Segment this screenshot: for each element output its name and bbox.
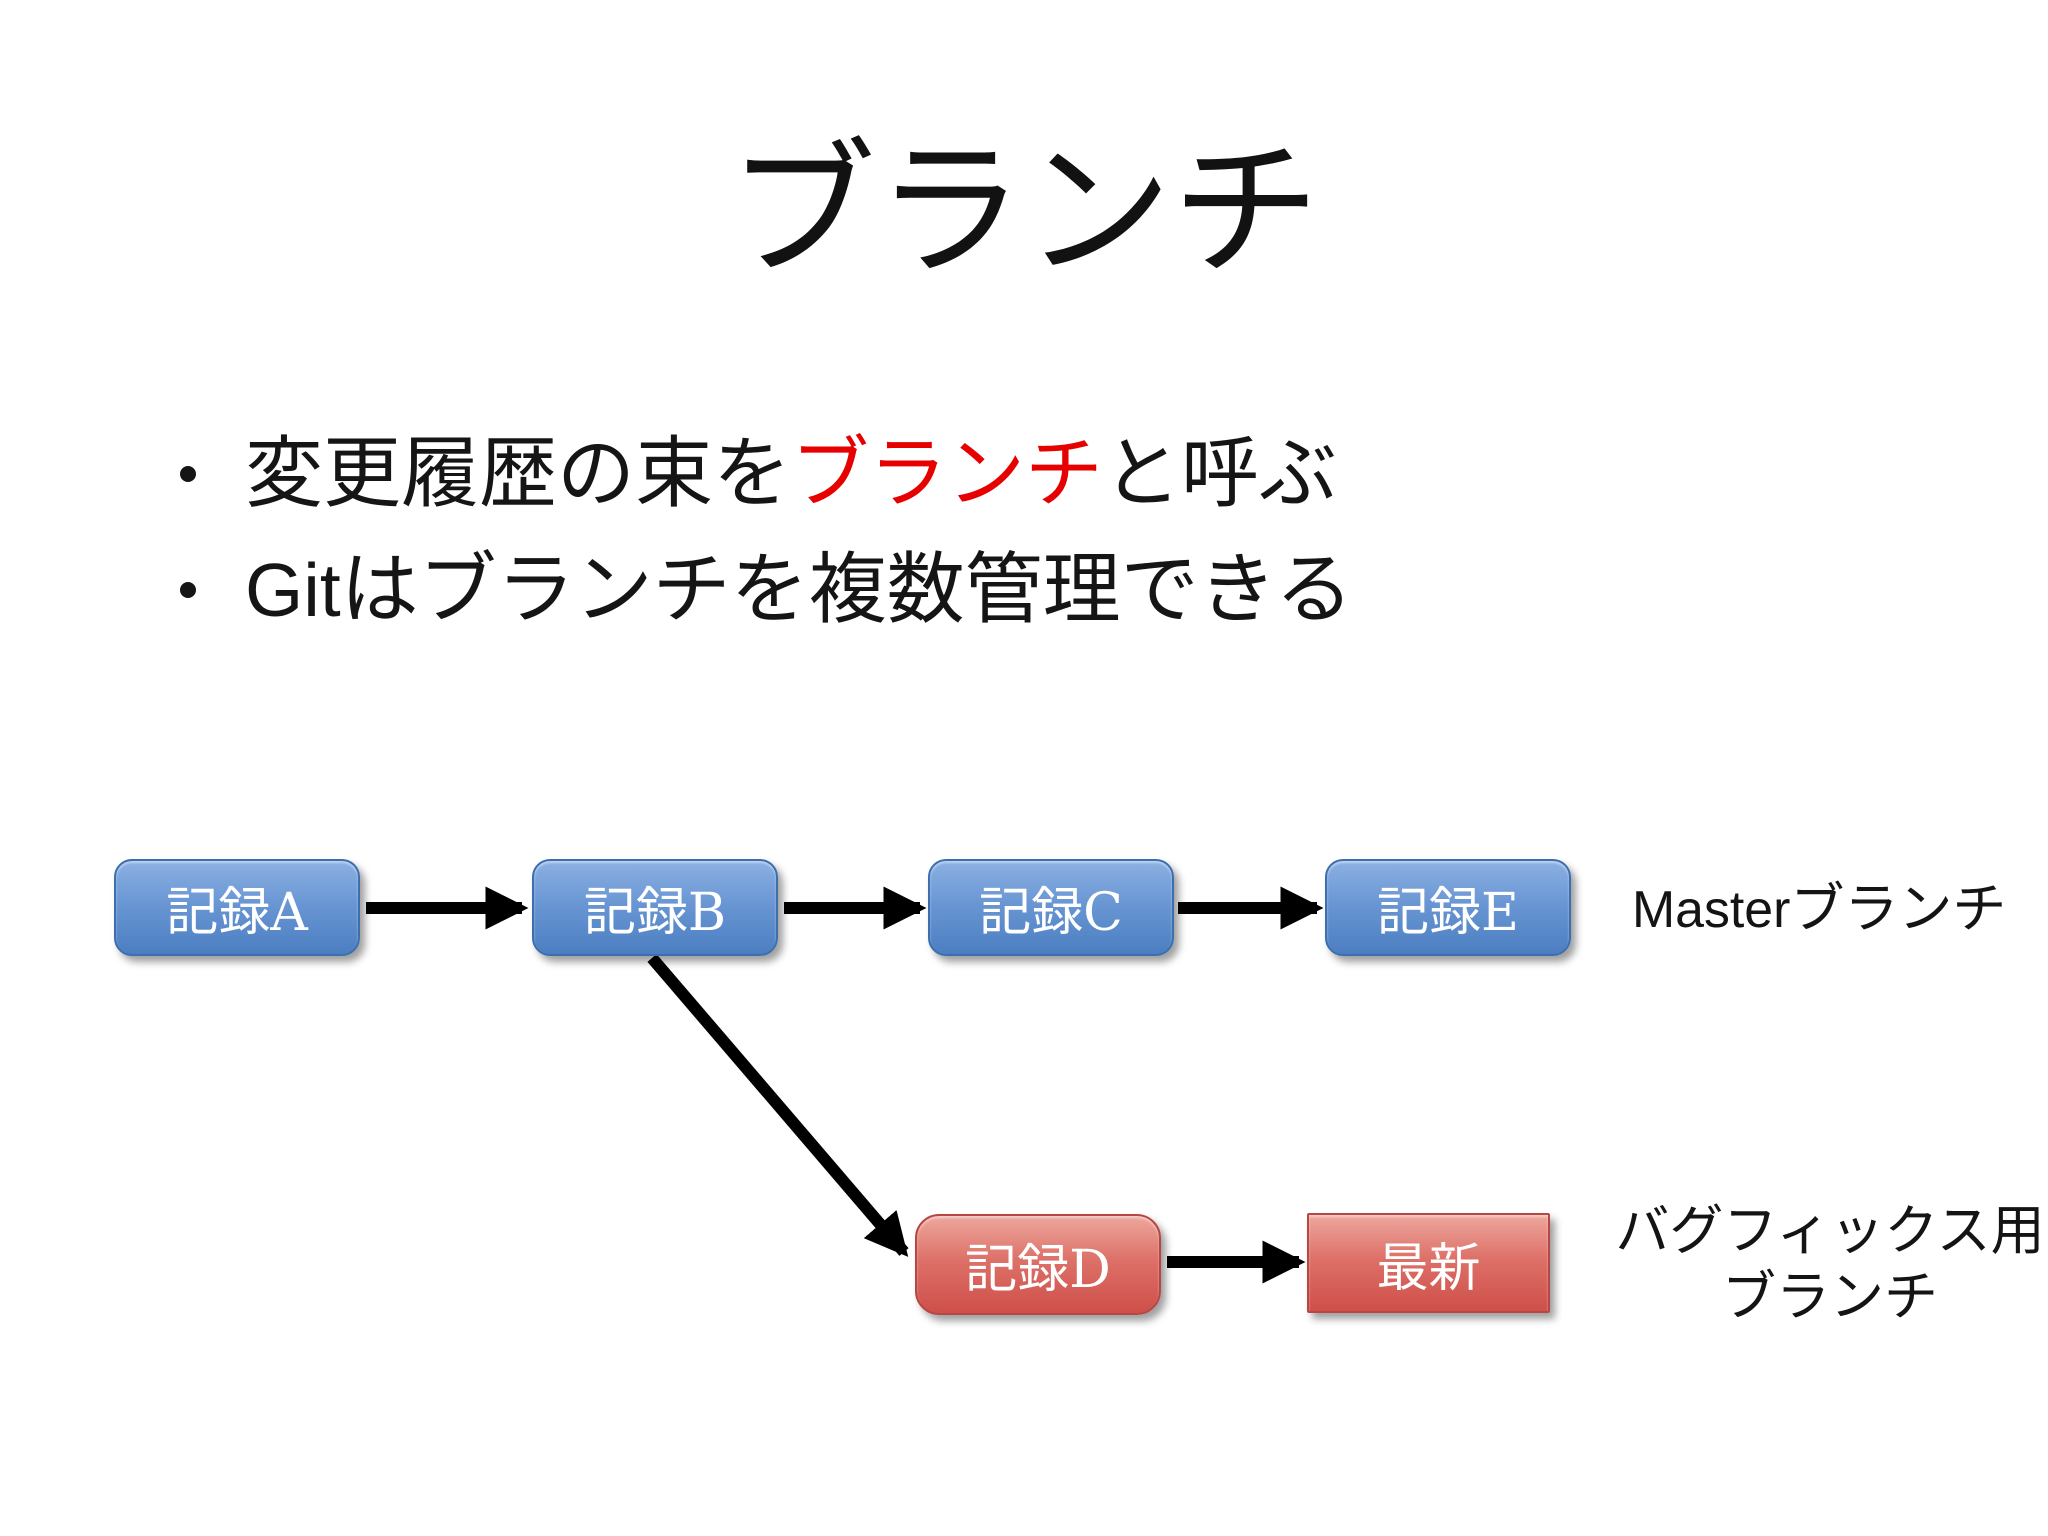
bullet-2-text-latin: Git: [245, 548, 341, 632]
label-master-latin: Master: [1632, 880, 1791, 938]
page-title: ブランチ: [728, 125, 1320, 297]
bullet-1-text-pre: 変更履歴の束を: [245, 429, 792, 519]
bullet-1-text-post: と呼ぶ: [1103, 429, 1338, 519]
bullet-marker-icon: [180, 581, 196, 598]
node-record-a: 記録A: [114, 859, 360, 956]
bullet-1-text-highlight: ブランチ: [791, 429, 1104, 519]
arrow-record-b-to-d: [647, 954, 909, 1257]
label-bugfix-line2: ブランチ: [1722, 1265, 1938, 1328]
bullet-item-2: Gitはブランチを複数管理できる: [180, 545, 1354, 635]
label-master-branch: Masterブランチ: [1632, 864, 2006, 943]
node-record-d: 記録D: [915, 1214, 1161, 1315]
bullet-item-1: 変更履歴の束をブランチと呼ぶ: [180, 429, 1338, 519]
bullet-2-text-rest: はブランチを複数管理できる: [340, 545, 1354, 635]
bullet-marker-icon: [180, 465, 196, 482]
label-bugfix-branch: バグフィックス用 ブランチ: [1600, 1198, 2048, 1330]
node-record-c: 記録C: [928, 859, 1174, 956]
label-bugfix-line1: バグフィックス用: [1615, 1199, 2045, 1262]
label-master-kana: ブランチ: [1790, 877, 2007, 940]
node-record-b: 記録B: [532, 859, 778, 956]
node-latest: 最新: [1307, 1213, 1550, 1313]
node-record-e: 記録E: [1325, 859, 1571, 956]
